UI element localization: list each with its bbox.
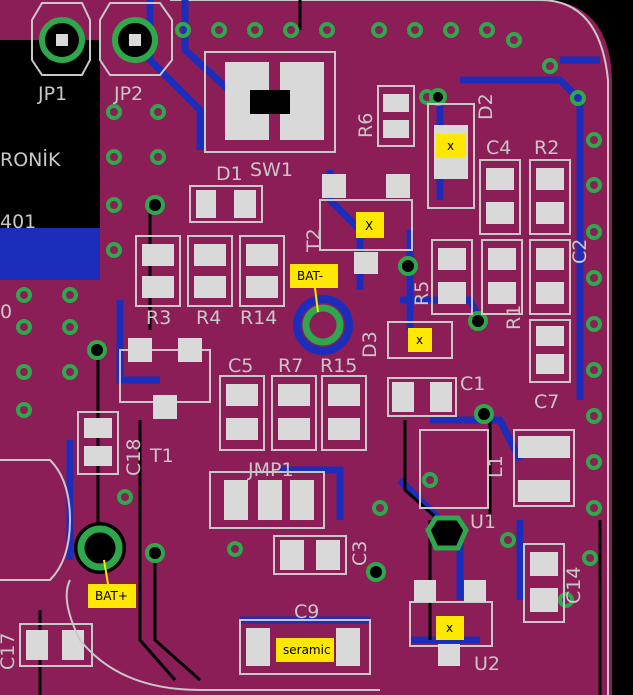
label-r3: R3 — [146, 307, 171, 329]
label-jmp1: JMP1 — [247, 459, 294, 481]
label-r15: R15 — [320, 355, 357, 377]
label-c1: C1 — [460, 373, 485, 395]
note-x-t2[interactable]: X — [356, 212, 384, 238]
label-c7: C7 — [534, 391, 559, 413]
label-c5: C5 — [228, 355, 253, 377]
drill-vias — [87, 88, 494, 582]
label-d3: D3 — [359, 331, 381, 358]
note-x-d2[interactable]: x — [436, 134, 466, 158]
label-jp2: JP2 — [113, 83, 143, 105]
label-r14: R14 — [240, 307, 277, 329]
label-c17: C17 — [0, 633, 19, 670]
svg-text:BAT+: BAT+ — [95, 589, 128, 603]
svg-text:x: x — [416, 333, 423, 347]
svg-text:x: x — [447, 139, 454, 153]
label-r2: R2 — [534, 137, 559, 159]
label-t1: T1 — [149, 445, 174, 467]
label-sw1: SW1 — [250, 159, 293, 181]
sw1-component[interactable] — [204, 51, 336, 153]
left-text-line3: 0 — [0, 301, 12, 323]
svg-text:BAT-: BAT- — [297, 269, 323, 283]
note-x-u2[interactable]: x — [436, 616, 464, 640]
label-jp1: JP1 — [37, 83, 67, 105]
label-c18: C18 — [123, 439, 145, 476]
jp1-header — [31, 1, 91, 76]
left-text-line2: 401 — [0, 211, 36, 233]
label-c3: C3 — [349, 541, 371, 566]
note-x-d3[interactable]: x — [408, 328, 432, 352]
label-d1: D1 — [216, 163, 243, 185]
label-c4: C4 — [486, 137, 511, 159]
vias — [16, 22, 602, 608]
label-d2: D2 — [475, 93, 497, 120]
label-c9: C9 — [294, 601, 319, 623]
label-u1: U1 — [470, 511, 496, 533]
jp2-header — [99, 2, 173, 76]
left-blue-area — [0, 228, 100, 280]
label-u2: U2 — [474, 653, 500, 675]
label-r6: R6 — [355, 113, 377, 138]
label-c14: C14 — [563, 567, 585, 604]
label-t2: T2 — [303, 228, 325, 253]
u1-pad — [425, 515, 469, 551]
bat-minus-pad[interactable] — [293, 295, 353, 355]
left-text-line1: RONİK — [0, 148, 61, 171]
label-c2: C2 — [569, 239, 591, 264]
svg-text:x: x — [446, 621, 453, 635]
board-outline — [170, 0, 609, 695]
note-bat-plus[interactable]: BAT+ — [88, 559, 136, 608]
svg-text:seramic: seramic — [283, 643, 331, 657]
label-l1: L1 — [485, 455, 507, 478]
label-r7: R7 — [278, 355, 303, 377]
label-r4: R4 — [196, 307, 221, 329]
svg-text:X: X — [365, 219, 373, 233]
note-ceramic[interactable]: seramic — [276, 638, 334, 662]
label-r1: R1 — [503, 305, 525, 330]
bat-plus-pad[interactable] — [74, 522, 126, 574]
note-bat-minus[interactable]: BAT- — [290, 264, 338, 313]
label-r5: R5 — [411, 281, 433, 306]
